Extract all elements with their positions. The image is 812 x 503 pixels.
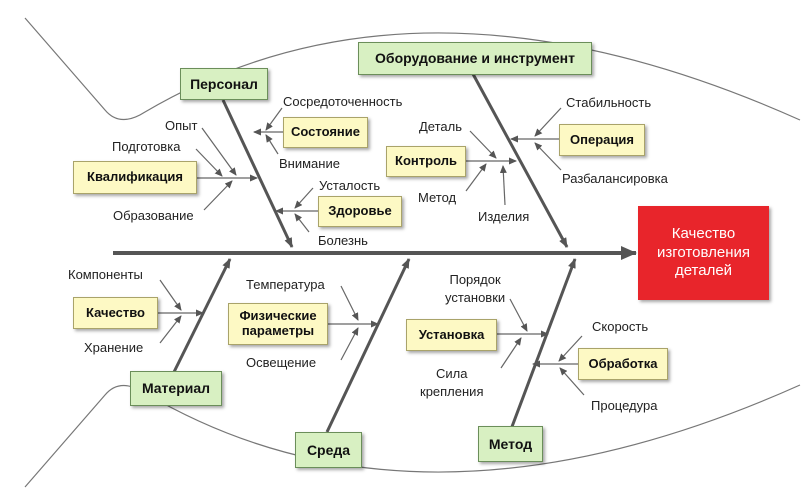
factor-experience: Опыт [165, 118, 198, 133]
bone-equipment [471, 73, 569, 248]
bone-environment [325, 258, 411, 433]
arrow-temperature [340, 285, 359, 321]
factor-method: Метод [418, 190, 457, 205]
arrow-procedure [559, 367, 585, 396]
factor-procedure: Процедура [591, 398, 658, 413]
factor-components: Компоненты [68, 267, 143, 282]
arrow-stability [534, 107, 562, 137]
arrow-experience [201, 127, 237, 176]
physical-params-line-1: Физические [239, 308, 317, 324]
bone-material [172, 258, 232, 373]
factor-clamp-force: Сила крепления [420, 365, 483, 401]
result-line-3: деталей [674, 262, 733, 280]
result-line-1: Качество [671, 224, 736, 242]
category-equipment: Оборудование и инструмент [358, 42, 592, 75]
factor-imbalance: Разбалансировка [562, 171, 668, 186]
factor-attention: Внимание [279, 156, 340, 171]
bone-method [508, 258, 577, 433]
arrow-part [469, 130, 497, 159]
install-order-line-1: Порядок [449, 272, 501, 287]
arrow-storage [159, 315, 182, 344]
arrow-products [499, 165, 507, 206]
subcause-state: Состояние [283, 117, 368, 148]
arrow-clamp-force [500, 337, 522, 369]
clamp-force-line-1: Сила [436, 366, 468, 381]
arrow-attention [265, 134, 279, 155]
arrow-training [195, 148, 223, 177]
arrow-speed [558, 335, 583, 362]
subcause-setup: Установка [406, 319, 497, 351]
factor-training: Подготовка [112, 139, 181, 154]
factor-storage: Хранение [84, 340, 144, 355]
factor-install-order: Порядок установки [445, 271, 505, 307]
category-personnel: Персонал [180, 68, 268, 100]
factor-speed: Скорость [592, 319, 649, 334]
install-order-line-2: установки [445, 290, 506, 306]
arrow-lighting [340, 327, 359, 361]
result-line-2: изготовления [657, 243, 750, 261]
subcause-qualification: Квалификация [73, 161, 197, 194]
subcause-operation: Операция [559, 124, 645, 156]
factor-temperature: Температура [246, 277, 325, 292]
arrow-install-order [509, 298, 528, 332]
category-material: Материал [130, 371, 222, 406]
result-box: Качество изготовления деталей [638, 206, 769, 300]
arrow-illness [294, 213, 310, 233]
factor-education: Образование [113, 208, 194, 223]
arrow-imbalance [534, 142, 562, 171]
physical-params-line-2: параметры [241, 323, 315, 338]
factor-products: Изделия [478, 209, 530, 224]
subcause-quality: Качество [73, 297, 158, 329]
arrow-concentration [265, 107, 283, 131]
factor-stability: Стабильность [566, 95, 652, 110]
subcause-physical-params: Физические параметры [228, 303, 328, 345]
subcause-control: Контроль [386, 146, 466, 177]
bone-personnel [221, 99, 294, 248]
clamp-force-line-2: крепления [420, 384, 484, 400]
category-environment: Среда [295, 432, 362, 468]
subcause-health: Здоровье [318, 196, 402, 227]
subcause-processing: Обработка [578, 348, 668, 380]
arrow-components [159, 279, 182, 311]
arrow-fatigue [294, 187, 314, 209]
factor-lighting: Освещение [246, 355, 317, 370]
arrow-method-eq [465, 163, 487, 192]
category-method: Метод [478, 426, 543, 462]
factor-illness: Болезнь [318, 233, 368, 248]
factor-concentration: Сосредоточенность [283, 94, 403, 109]
arrow-education [203, 180, 233, 211]
factor-part: Деталь [419, 119, 462, 134]
factor-fatigue: Усталость [319, 178, 381, 193]
